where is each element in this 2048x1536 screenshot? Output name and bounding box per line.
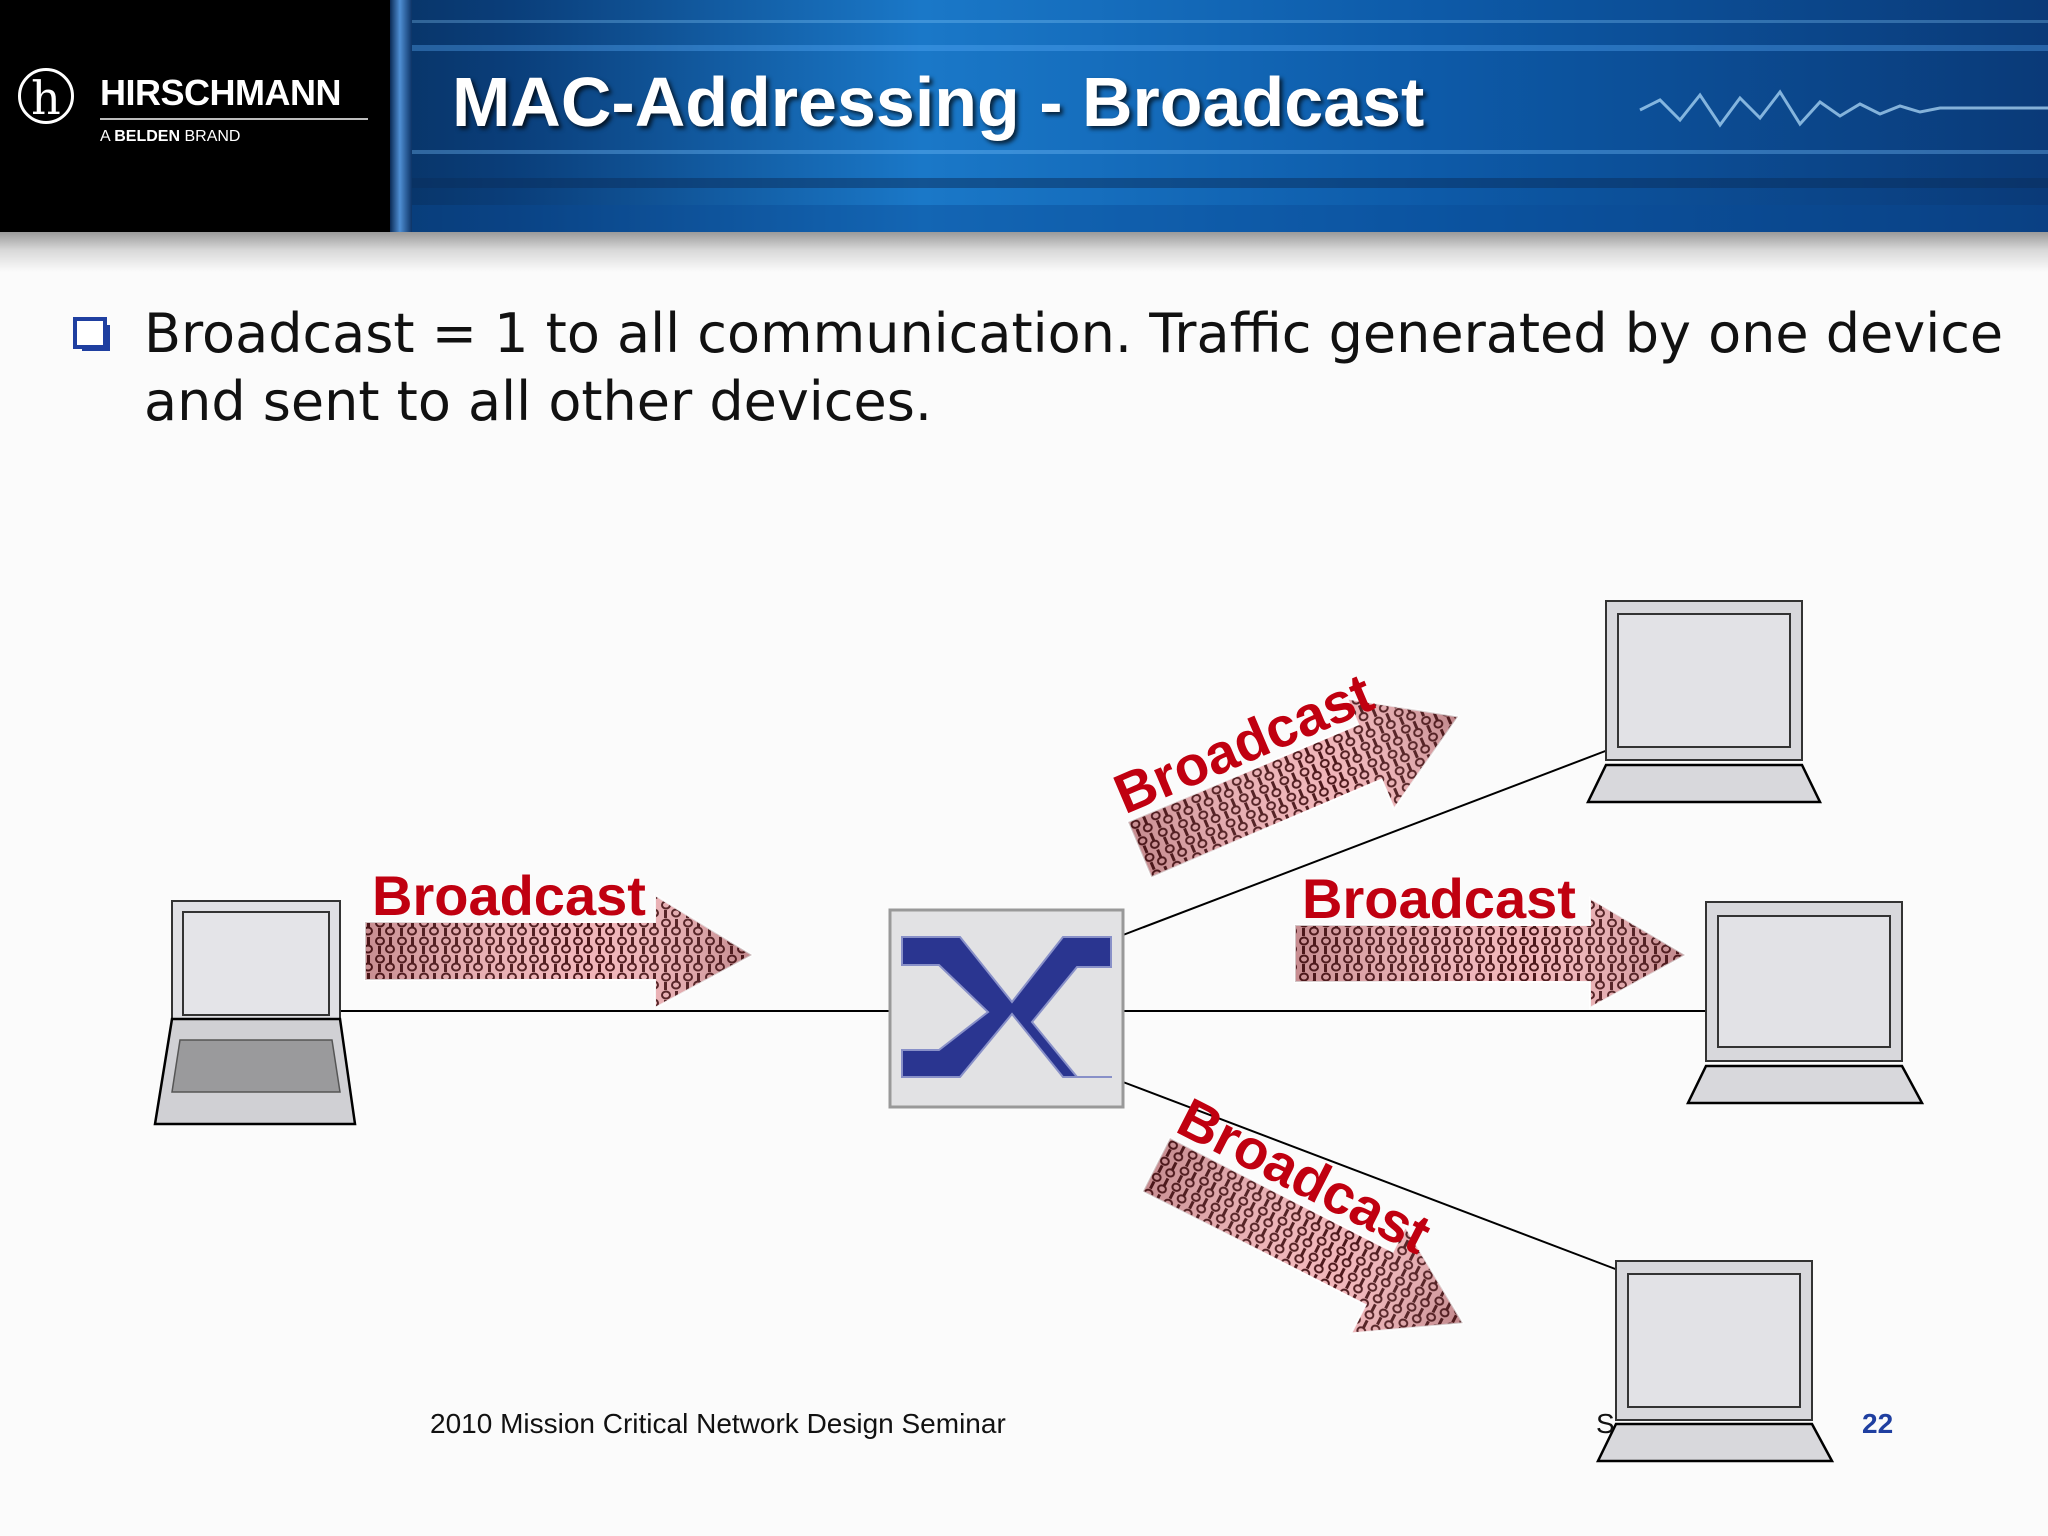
broadcast-label: Broadcast <box>1302 867 1576 930</box>
brand-name: HIRSCHMANN <box>100 72 342 113</box>
slide-title: MAC-Addressing - Broadcast <box>452 63 1425 141</box>
brand-tagline: A BELDEN BRAND <box>100 128 241 145</box>
header-background-graphic <box>412 20 2048 232</box>
footer-date: S <box>1596 1408 1615 1439</box>
hirschmann-logo-icon: h <box>18 68 74 125</box>
logo-divider <box>390 0 412 232</box>
broadcast-arrow-middle-right: Broadcast <box>1294 867 1687 1010</box>
broadcast-arrow-bottom-right: Broadcast <box>1141 1085 1465 1335</box>
bullet-text: Broadcast = 1 to all communication. Traf… <box>144 302 2004 433</box>
laptop-icon-top-right <box>1586 600 1822 804</box>
logo-panel: h HIRSCHMANN A BELDEN BRAND <box>0 0 390 232</box>
header-shadow <box>0 232 2048 272</box>
link-top-right <box>1122 749 1609 936</box>
laptop-icon-bottom-right <box>1596 1260 1835 1463</box>
broadcast-label: Broadcast <box>372 864 646 927</box>
switch-crossover-icon <box>888 908 1125 1109</box>
brand-divider <box>100 118 368 120</box>
link-bottom-right <box>1122 1081 1619 1271</box>
page-number: 22 <box>1862 1408 1894 1439</box>
footer-seminar: 2010 Mission Critical Network Design Sem… <box>430 1408 1006 1439</box>
laptop-icon-sender <box>153 900 357 1126</box>
checkbox-square-icon <box>73 317 110 351</box>
slide-header: h HIRSCHMANN A BELDEN BRAND MAC-Addressi… <box>0 0 2048 232</box>
broadcast-arrow-top-right: Broadcast <box>1105 661 1460 879</box>
broadcast-arrow-incoming: Broadcast <box>364 864 754 1010</box>
laptop-icon-middle-right <box>1686 901 1925 1105</box>
